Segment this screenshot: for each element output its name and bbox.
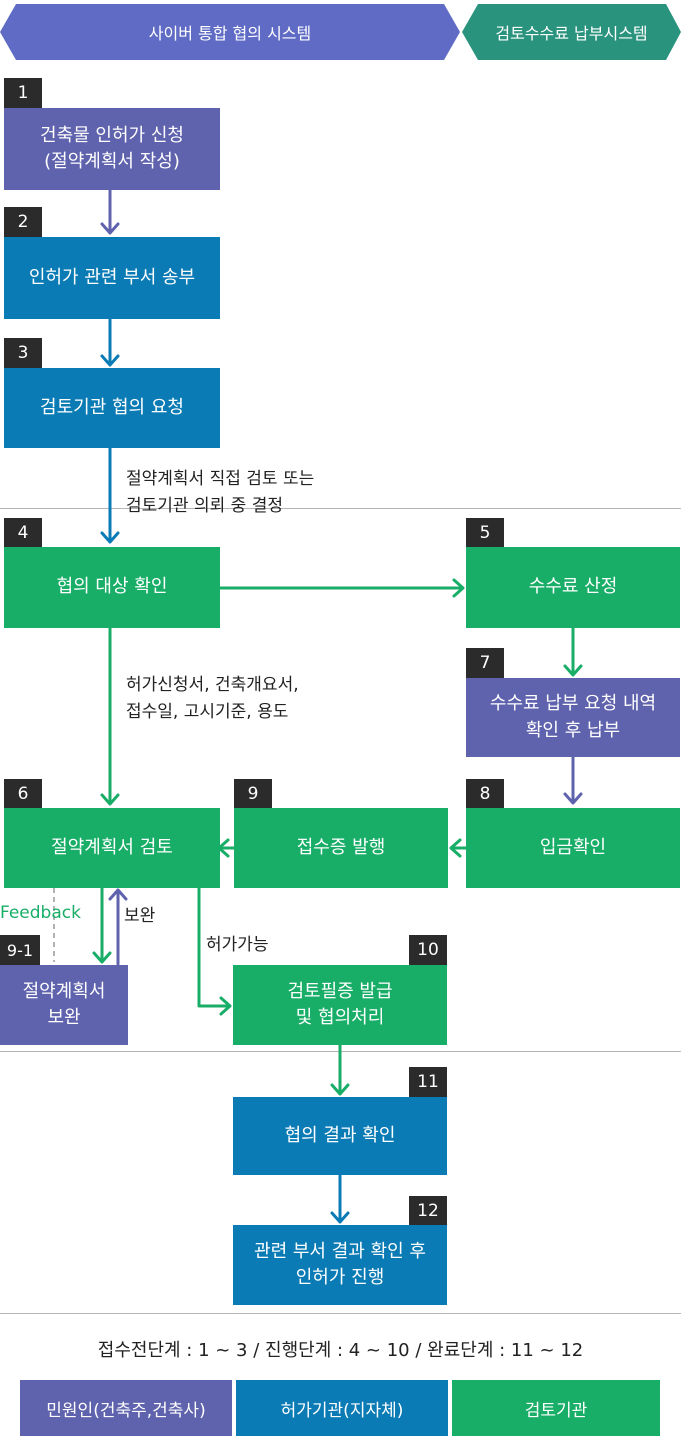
step-8-number: 8 — [466, 779, 504, 809]
fee-system-banner: 검토수수료 납부시스템 — [462, 4, 681, 60]
step-12-number: 12 — [409, 1196, 447, 1226]
legend-applicant-label: 민원인(건축주,건축사) — [46, 1400, 206, 1421]
step-11-box: 협의 결과 확인 — [233, 1097, 447, 1175]
step-10-box: 검토필증 발급 및 협의처리 — [233, 965, 447, 1045]
step-1-line-1: 건축물 인허가 신청 — [40, 124, 184, 146]
step-7-number: 7 — [466, 648, 504, 678]
step-3-number: 3 — [4, 338, 42, 368]
legend-permit-agency-label: 허가기관(지자체) — [280, 1400, 404, 1421]
arrowhead-10-to-11 — [330, 1083, 350, 1096]
legend-review-agency-label: 검토기관 — [524, 1400, 588, 1421]
step-12-line-1: 관련 부서 결과 확인 후 — [254, 1240, 426, 1262]
arrowhead-2-to-3 — [100, 354, 120, 367]
step-7-line-2: 확인 후 납부 — [525, 719, 621, 741]
arrowhead-6-to-10 — [219, 996, 232, 1016]
decision-line-2: 검토기관 의뢰 중 결정 — [126, 496, 283, 517]
step-12-line-2: 인허가 진행 — [295, 1267, 385, 1288]
stage-divider-3 — [0, 1313, 681, 1314]
feedback-label: Feedback — [0, 903, 81, 923]
step-8-box: 입금확인 — [466, 808, 680, 888]
step-10-line-2: 및 협의처리 — [295, 1007, 385, 1028]
step-10-line-1: 검토필증 발급 — [287, 980, 393, 1002]
documents-annotation: 허가신청서, 건축개요서, 접수일, 고시기준, 용도 — [126, 672, 299, 726]
arrowhead-8-to-9 — [449, 838, 462, 858]
arrow-6-to-10 — [197, 886, 231, 1008]
step-9-1-box: 절약계획서 보완 — [0, 965, 128, 1045]
step-9-1-line-2: 보완 — [47, 1007, 81, 1028]
arrowhead-4-to-5 — [452, 578, 465, 598]
step-3-line-1: 검토기관 협의 요청 — [40, 396, 184, 418]
step-4-box: 협의 대상 확인 — [4, 547, 220, 628]
step-5-box: 수수료 산정 — [466, 547, 680, 628]
step-5-number: 5 — [466, 518, 504, 548]
supplement-label: 보완 — [124, 906, 156, 926]
arrowhead-4-to-6 — [100, 793, 120, 806]
documents-line-2: 접수일, 고시기준, 용도 — [126, 702, 289, 723]
legend-applicant: 민원인(건축주,건축사) — [20, 1380, 232, 1436]
step-7-box: 수수료 납부 요청 내역 확인 후 납부 — [466, 678, 680, 757]
step-11-line-1: 협의 결과 확인 — [284, 1124, 396, 1146]
step-1-box: 건축물 인허가 신청 (절약계획서 작성) — [4, 108, 220, 190]
legend-permit-agency: 허가기관(지자체) — [236, 1380, 448, 1436]
stage-divider-1 — [0, 508, 681, 509]
step-4-line-1: 협의 대상 확인 — [56, 576, 168, 598]
arrowhead-9-1-to-6 — [108, 888, 128, 901]
step-6-line-1: 절약계획서 검토 — [51, 836, 173, 858]
cyber-system-label: 사이버 통합 협의 시스템 — [148, 24, 312, 43]
legend-review-agency: 검토기관 — [452, 1380, 660, 1436]
step-2-number: 2 — [4, 207, 42, 237]
step-2-line-1: 인허가 관련 부서 송부 — [28, 266, 196, 288]
step-6-number: 6 — [4, 779, 42, 809]
step-10-number: 10 — [409, 935, 447, 965]
step-6-box: 절약계획서 검토 — [4, 808, 220, 888]
arrowhead-7-to-8 — [563, 792, 583, 805]
stage-summary: 접수전단계 : 1 ~ 3 / 진행단계 : 4 ~ 10 / 완료단계 : 1… — [97, 1340, 584, 1361]
permit-possible-label: 허가가능 — [206, 935, 269, 955]
step-9-1-line-1: 절약계획서 — [22, 980, 106, 1002]
cyber-system-banner: 사이버 통합 협의 시스템 — [0, 4, 460, 60]
fee-system-label: 검토수수료 납부시스템 — [495, 24, 648, 43]
decision-annotation: 절약계획서 직접 검토 또는 검토기관 의뢰 중 결정 — [126, 466, 314, 520]
arrowhead-11-to-12 — [330, 1211, 350, 1224]
arrowhead-1-to-2 — [100, 222, 120, 235]
step-1-line-2: (절약계획서 작성) — [44, 151, 180, 172]
decision-line-1: 절약계획서 직접 검토 또는 — [126, 469, 315, 489]
step-12-box: 관련 부서 결과 확인 후 인허가 진행 — [233, 1225, 447, 1305]
step-9-box: 접수증 발행 — [234, 808, 448, 888]
arrowhead-3-to-4 — [100, 531, 120, 544]
step-4-number: 4 — [4, 518, 42, 548]
step-3-box: 검토기관 협의 요청 — [4, 368, 220, 448]
step-5-line-1: 수수료 산정 — [528, 576, 618, 598]
step-8-line-1: 입금확인 — [539, 836, 607, 858]
step-9-number: 9 — [234, 779, 272, 809]
step-2-box: 인허가 관련 부서 송부 — [4, 237, 220, 319]
step-11-number: 11 — [409, 1067, 447, 1097]
step-9-line-1: 접수증 발행 — [296, 836, 386, 858]
step-9-1-number: 9-1 — [0, 935, 40, 965]
step-1-number: 1 — [4, 78, 42, 108]
step-7-line-1: 수수료 납부 요청 내역 — [489, 693, 657, 715]
arrowhead-5-to-7 — [563, 664, 583, 677]
arrowhead-6-to-9-1 — [92, 951, 112, 964]
documents-line-1: 허가신청서, 건축개요서, — [126, 675, 299, 695]
